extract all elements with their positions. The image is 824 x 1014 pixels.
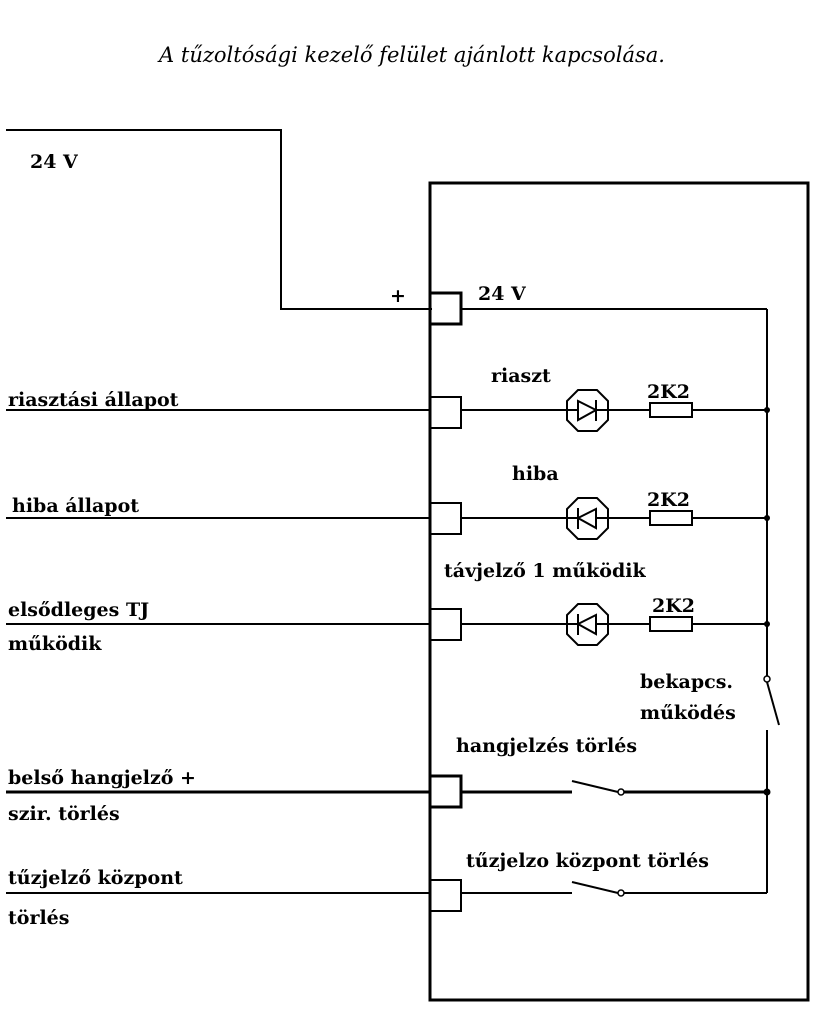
resistor-fault <box>649 510 693 526</box>
resistor-label-fault: 2K2 <box>647 489 690 511</box>
junction-alarm <box>764 407 770 413</box>
panel-enclosure <box>428 181 810 1002</box>
resistor-label-alarm: 2K2 <box>647 381 690 403</box>
input-label-primary-tj: elsődleges TJ <box>8 599 149 621</box>
input-label-fault: hiba állapot <box>12 495 139 517</box>
input-label-alarm: riasztási állapot <box>8 389 179 411</box>
switch-blade-power-on <box>766 681 780 726</box>
switch-label-sound-reset: hangjelzés törlés <box>456 735 637 757</box>
input-label-fire-panel-2: törlés <box>8 907 69 929</box>
junction-buzzer <box>763 788 771 796</box>
supply-label-left: 24 V <box>30 151 79 173</box>
input-label-fire-panel: tűzjelző központ <box>8 867 183 889</box>
junction-fault <box>764 515 770 521</box>
terminal-alarm <box>429 396 462 429</box>
switch-label-power-on: bekapcs. <box>640 671 733 693</box>
switch-contact-fire-panel-reset <box>617 889 625 897</box>
switch-blade-fire-panel-reset <box>571 881 619 894</box>
terminal-primary-tj <box>429 608 462 641</box>
switch-contact-sound-reset <box>617 788 625 796</box>
supply-wire <box>6 129 432 310</box>
terminal-fault <box>429 502 462 535</box>
switch-label-fire-panel-reset: tűzjelzo központ törlés <box>466 850 709 872</box>
input-label-primary-tj-2: működik <box>8 633 102 655</box>
indicator-label-alarm: riaszt <box>491 365 551 387</box>
input-label-buzzer: belső hangjelző + <box>8 767 196 789</box>
resistor-label-remote-1: 2K2 <box>652 595 695 617</box>
resistor-alarm <box>649 402 693 418</box>
led-alarm <box>566 389 609 432</box>
input-label-buzzer-2: szir. törlés <box>8 803 120 825</box>
led-remote-1 <box>566 603 609 646</box>
switch-blade-sound-reset <box>571 780 619 793</box>
switch-label-power-on-2: működés <box>640 702 736 724</box>
junction-remote-1 <box>764 621 770 627</box>
indicator-label-fault: hiba <box>512 463 559 485</box>
terminal-buzzer <box>428 774 463 809</box>
terminal-supply <box>428 291 463 326</box>
terminal-fire-panel <box>429 879 462 912</box>
supply-label-inside: 24 V <box>478 283 527 305</box>
led-fault <box>566 497 609 540</box>
indicator-label-remote-1: távjelző 1 működik <box>444 560 646 582</box>
diagram-title: A tűzoltósági kezelő felület ajánlott ka… <box>157 43 665 67</box>
switch-contact-power-on <box>763 675 771 683</box>
plus-sign: + <box>390 285 406 307</box>
resistor-remote-1 <box>649 616 693 632</box>
